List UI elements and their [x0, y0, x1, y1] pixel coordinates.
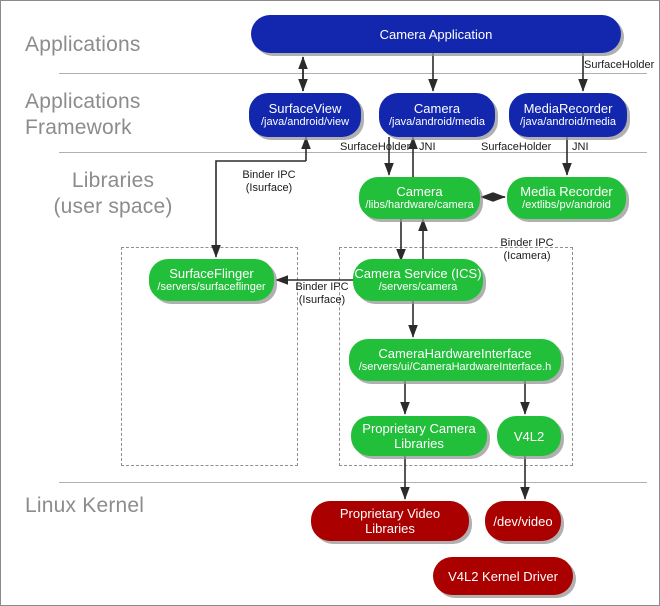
node-media-recorder-lib[interactable]: Media Recorder /extlibs/pv/android: [507, 177, 626, 219]
node-camera-service[interactable]: Camera Service (ICS) /servers/camera: [353, 259, 483, 301]
divider-framework: [59, 152, 647, 153]
node-mediarecorder[interactable]: MediaRecorder /java/android/media: [509, 93, 627, 137]
dashed-group-camera-stack: [339, 247, 573, 466]
node-subtitle: /servers/camera: [378, 281, 458, 293]
divider-libraries: [59, 482, 647, 483]
layer-label-applications: Applications: [25, 33, 141, 56]
node-proprietary-video-libraries[interactable]: Proprietary Video Libraries: [311, 501, 469, 541]
node-surfaceflinger[interactable]: SurfaceFlinger /servers/surfaceflinger: [149, 259, 274, 301]
node-title: SurfaceFlinger: [169, 266, 254, 281]
node-title: V4L2: [513, 428, 545, 444]
edge-label-binder-ipc-isurface-mid: Binder IPC (Isurface): [295, 281, 349, 306]
node-dev-video[interactable]: /dev/video: [485, 501, 561, 541]
node-title: Proprietary Video: [339, 506, 441, 521]
layer-label-libraries: Libraries (user space): [53, 169, 173, 218]
edge-label-surfaceholder-top: SurfaceHolder: [584, 59, 655, 71]
node-title: Media Recorder: [520, 184, 613, 199]
node-title: Camera: [396, 184, 443, 199]
node-subtitle: /java/android/media: [388, 116, 485, 128]
node-subtitle: Libraries: [394, 436, 444, 451]
node-title: Camera: [413, 101, 461, 116]
edge-label-jni-mediarecorder: JNI: [572, 141, 589, 153]
edge-label-binder-ipc-isurface-top: Binder IPC (Isurface): [242, 169, 296, 194]
node-camera-lib[interactable]: Camera /libs/hardware/camera: [359, 177, 480, 219]
layer-label-linux-kernel: Linux Kernel: [25, 494, 145, 517]
node-title: /dev/video: [493, 513, 553, 529]
node-subtitle: /java/android/view: [260, 116, 350, 128]
node-camera-java[interactable]: Camera /java/android/media: [379, 93, 495, 137]
node-v4l2-kernel-driver[interactable]: V4L2 Kernel Driver: [433, 557, 573, 595]
dashed-group-surfaceflinger: [121, 247, 298, 466]
edge-label-jni-camera: JNI: [419, 141, 436, 153]
layer-label-applications-framework: Applications Framework: [25, 90, 141, 139]
node-title: CameraHardwareInterface: [378, 346, 532, 361]
edge-label-surfaceholder-camera: SurfaceHolder: [340, 141, 411, 153]
node-title: MediaRecorder: [523, 101, 613, 116]
node-surfaceview[interactable]: SurfaceView /java/android/view: [249, 93, 361, 137]
node-subtitle: /libs/hardware/camera: [365, 199, 474, 211]
node-subtitle: /java/android/media: [519, 116, 616, 128]
node-camera-hardware-interface[interactable]: CameraHardwareInterface /servers/ui/Came…: [349, 339, 561, 381]
node-subtitle: /servers/surfaceflinger: [157, 281, 266, 293]
node-title: Camera Application: [379, 26, 493, 42]
node-title: Proprietary Camera: [362, 421, 476, 436]
edge-label-binder-ipc-icamera: Binder IPC (Icamera): [500, 237, 554, 262]
node-subtitle: /extlibs/pv/android: [522, 199, 611, 211]
node-proprietary-camera-libraries[interactable]: Proprietary Camera Libraries: [351, 416, 487, 456]
node-v4l2[interactable]: V4L2: [497, 416, 561, 456]
node-title: SurfaceView: [268, 101, 342, 116]
node-camera-application[interactable]: Camera Application: [251, 15, 621, 53]
node-title: Camera Service (ICS): [354, 266, 482, 281]
divider-applications: [59, 73, 647, 74]
edge-label-surfaceholder-mediarecorder: SurfaceHolder: [481, 141, 552, 153]
node-subtitle: /servers/ui/CameraHardwareInterface.h: [358, 361, 552, 373]
node-subtitle: Libraries: [365, 521, 415, 536]
node-title: V4L2 Kernel Driver: [448, 568, 558, 584]
